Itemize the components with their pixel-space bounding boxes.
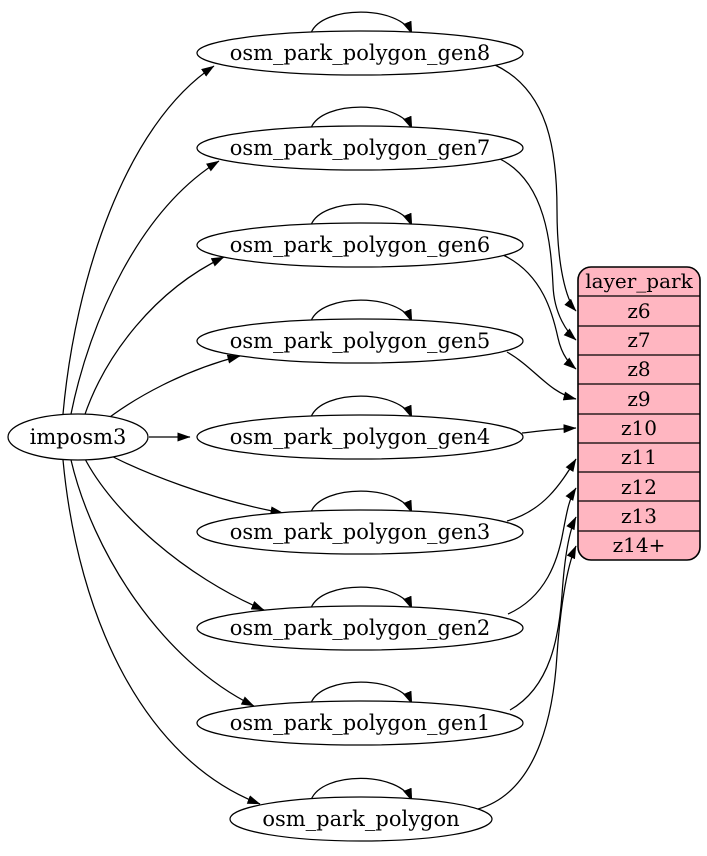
node-osm-park-polygon-gen1-shape — [196, 700, 524, 746]
node-osm-park-polygon-gen4-shape — [196, 414, 524, 460]
node-osm-park-polygon-gen8-shape — [196, 30, 524, 76]
layer-park-title: layer_park — [585, 269, 693, 293]
layer-row-z10: z10 — [621, 416, 657, 440]
node-osm-park-polygon-gen3-label: osm_park_polygon_gen3 — [230, 520, 491, 544]
edge-osm-park-polygon-gen1-to-z13 — [509, 516, 577, 711]
node-osm-park-polygon-gen2-label: osm_park_polygon_gen2 — [230, 616, 491, 640]
node-osm-park-polygon-gen3: osm_park_polygon_gen3 — [196, 509, 524, 555]
node-osm-park-polygon-gen2: osm_park_polygon_gen2 — [196, 605, 524, 651]
layer-row-z14plus: z14+ — [613, 533, 666, 557]
edge-layer — [62, 11, 577, 810]
edge-imposm3-to-osm-park-polygon-gen8 — [62, 65, 215, 415]
self-loop-osm-park-polygon-gen2 — [310, 586, 413, 610]
edge-osm-park-polygon-gen8-to-z6 — [494, 64, 577, 312]
edge-osm-park-polygon-gen5-to-z9 — [506, 351, 577, 401]
node-osm-park-polygon-gen7-label: osm_park_polygon_gen7 — [230, 136, 491, 160]
edge-imposm3-to-osm-park-polygon-gen5 — [101, 354, 241, 424]
node-osm-park-polygon-gen4-label: osm_park_polygon_gen4 — [230, 425, 491, 449]
edge-imposm3-to-osm-park-polygon-gen2 — [83, 456, 265, 611]
node-osm-park-polygon-gen4: osm_park_polygon_gen4 — [196, 414, 524, 460]
layer-row-z13: z13 — [621, 504, 657, 528]
edge-osm-park-polygon-gen3-to-z11 — [506, 458, 577, 522]
node-osm-park-polygon-gen1-label: osm_park_polygon_gen1 — [230, 711, 491, 735]
node-osm-park-polygon-gen5-shape — [196, 318, 524, 364]
node-osm-park-polygon-gen5-label: osm_park_polygon_gen5 — [230, 329, 491, 353]
edge-imposm3-to-osm-park-polygon-gen1 — [70, 459, 255, 707]
node-osm-park-polygon-gen6: osm_park_polygon_gen6 — [196, 222, 524, 268]
node-osm-park-polygon-gen8: osm_park_polygon_gen8 — [196, 30, 524, 76]
layer-park-table: layer_park z6 z7 z8 z9 z10 z11 z12 z13 z… — [577, 266, 701, 561]
node-osm-park-polygon-gen8-label: osm_park_polygon_gen8 — [230, 41, 491, 65]
edge-osm-park-polygon-gen4-to-z10 — [521, 424, 577, 434]
self-loop-osm-park-polygon-gen3 — [310, 490, 413, 514]
node-osm-park-polygon-gen7: osm_park_polygon_gen7 — [196, 125, 524, 171]
self-loop-osm-park-polygon-gen7 — [310, 106, 413, 130]
self-loop-osm-park-polygon-gen8 — [310, 11, 413, 35]
self-loop-osm-park-polygon — [310, 777, 413, 802]
self-loop-osm-park-polygon-gen5 — [310, 299, 413, 323]
node-osm-park-polygon-gen3-shape — [196, 509, 524, 555]
layer-row-z6: z6 — [627, 299, 650, 323]
self-loop-osm-park-polygon-gen4 — [310, 395, 413, 419]
edge-imposm3-to-osm-park-polygon-gen7 — [70, 160, 220, 415]
layer-row-z7: z7 — [627, 328, 650, 352]
layer-row-z9: z9 — [627, 387, 650, 411]
node-osm-park-polygon-gen5: osm_park_polygon_gen5 — [196, 318, 524, 364]
self-loop-osm-park-polygon-gen1 — [310, 681, 413, 705]
edge-osm-park-polygon-gen2-to-z12 — [507, 487, 577, 615]
node-osm-park-polygon-gen6-shape — [196, 222, 524, 268]
node-osm-park-polygon-label: osm_park_polygon — [262, 807, 459, 831]
node-imposm3-label: imposm3 — [30, 425, 127, 449]
node-imposm3: imposm3 — [7, 413, 149, 461]
edge-osm-park-polygon-gen6-to-z8 — [502, 254, 577, 370]
self-loop-osm-park-polygon-gen6 — [310, 203, 413, 227]
layer-row-z11: z11 — [621, 445, 657, 469]
node-osm-park-polygon-gen7-shape — [196, 125, 524, 171]
edge-osm-park-polygon-gen7-to-z7 — [499, 158, 577, 341]
layer-row-z12: z12 — [621, 475, 657, 499]
node-osm-park-polygon-shape — [229, 796, 493, 842]
node-osm-park-polygon-gen6-label: osm_park_polygon_gen6 — [230, 233, 491, 257]
edge-imposm3-to-osm-park-polygon-gen6 — [83, 256, 225, 418]
node-osm-park-polygon-gen2-shape — [196, 605, 524, 651]
edge-imposm3-to-osm-park-polygon — [62, 459, 261, 805]
layer-row-z8: z8 — [627, 357, 650, 381]
node-osm-park-polygon: osm_park_polygon — [229, 796, 493, 842]
edge-osm-park-polygon-to-z14plus — [477, 545, 577, 810]
node-osm-park-polygon-gen1: osm_park_polygon_gen1 — [196, 700, 524, 746]
node-imposm3-shape — [7, 413, 149, 461]
edge-imposm3-to-osm-park-polygon-gen3 — [101, 450, 284, 516]
